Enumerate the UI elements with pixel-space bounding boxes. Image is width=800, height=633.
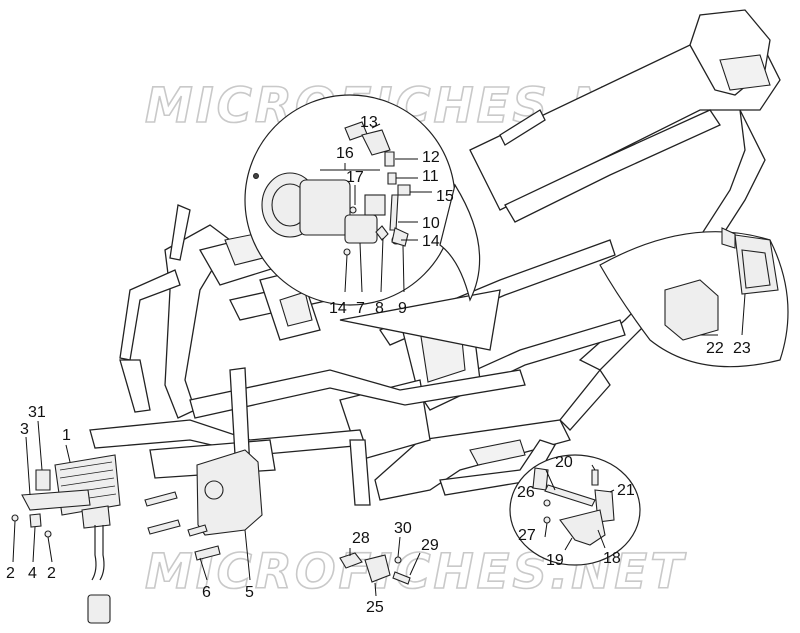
callout-14-right: 14 <box>422 233 440 250</box>
callout-17: 17 <box>346 169 364 186</box>
callout-6: 6 <box>202 584 211 601</box>
callout-31: 31 <box>28 404 46 421</box>
bolts <box>11 491 221 561</box>
callout-27: 27 <box>518 527 536 544</box>
callout-8: 8 <box>375 300 384 317</box>
callout-2-left: 2 <box>6 565 15 582</box>
small-parts-25-30 <box>339 552 411 585</box>
callout-29: 29 <box>421 537 439 554</box>
callout-18: 18 <box>603 550 621 567</box>
callout-5: 5 <box>245 584 254 601</box>
callout-16: 16 <box>336 145 354 162</box>
callout-30: 30 <box>394 520 412 537</box>
callout-26: 26 <box>517 484 535 501</box>
callout-28: 28 <box>352 530 370 547</box>
callout-11: 11 <box>422 168 439 185</box>
callout-22: 22 <box>706 340 724 357</box>
relay-detail <box>599 227 789 368</box>
callout-13: 13 <box>360 114 378 131</box>
callout-20: 20 <box>555 454 573 471</box>
callout-19: 19 <box>546 552 564 569</box>
callout-10: 10 <box>422 215 440 232</box>
callout-2-right: 2 <box>47 565 56 582</box>
leader-lines <box>12 123 746 597</box>
callout-7: 7 <box>356 300 365 317</box>
callout-14-left: 14 <box>329 300 347 317</box>
callout-3: 3 <box>20 421 29 438</box>
callout-labels: 13 12 16 11 17 15 10 14 14 7 8 9 22 23 3… <box>6 114 751 616</box>
callout-1: 1 <box>62 427 71 444</box>
throttle-body-detail <box>244 94 501 351</box>
voltage-regulator <box>21 454 121 624</box>
callout-15: 15 <box>436 188 454 205</box>
ecu-box <box>196 449 263 536</box>
callout-4: 4 <box>28 565 37 582</box>
callout-25: 25 <box>366 599 384 616</box>
callout-23: 23 <box>733 340 751 357</box>
callout-9: 9 <box>398 300 407 317</box>
sensor-detail <box>509 454 641 566</box>
callout-12: 12 <box>422 149 440 166</box>
callout-21: 21 <box>617 482 635 499</box>
